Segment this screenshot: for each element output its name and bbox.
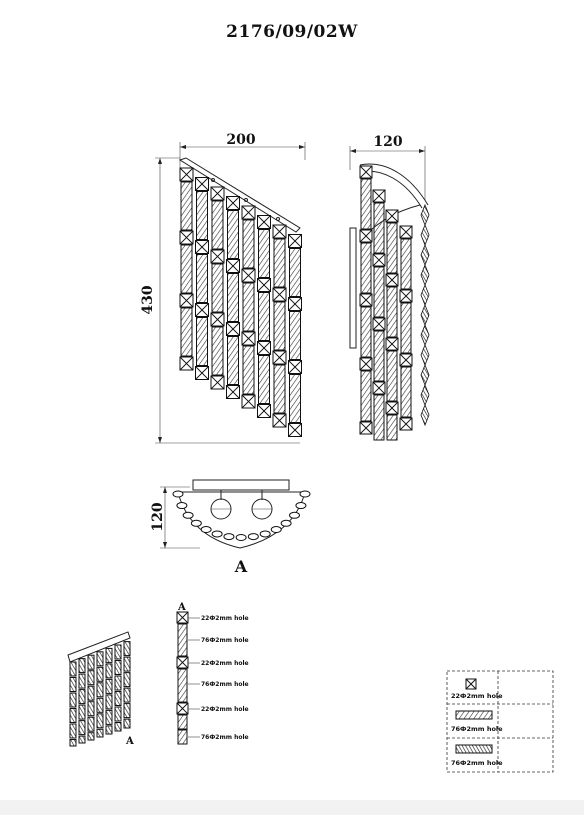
perspective-strand xyxy=(123,641,131,729)
side-crystal-strand xyxy=(359,165,373,435)
crystal-strand xyxy=(226,196,240,399)
perspective-strand xyxy=(96,651,104,738)
side-depth-dimension: 120 xyxy=(373,134,402,150)
front-width-dimension: 200 xyxy=(226,132,255,148)
detail-marker-a: A xyxy=(177,602,186,613)
perspective-strand xyxy=(87,654,95,741)
strand-label-6: 76Ф2mm hole xyxy=(201,734,249,741)
height-dimension: 430 xyxy=(140,285,156,314)
side-crystal-strand xyxy=(372,189,386,441)
perspective-strand xyxy=(105,647,113,735)
top-view: 120 A xyxy=(150,479,311,576)
strand-label-2: 76Ф2mm hole xyxy=(201,637,249,644)
side-crystal-strand xyxy=(385,209,399,441)
perspective-view: A xyxy=(67,631,134,747)
strand-detail: A 22Ф2mm hole 76Ф2mm hole 22Ф2mm hole 76… xyxy=(176,602,249,745)
legend-label-1: 22Ф2mm hole xyxy=(451,692,503,700)
legend-label-2: 76Ф2mm hole xyxy=(451,725,503,733)
strand-label-5: 22Ф2mm hole xyxy=(201,706,249,713)
crystal-strand xyxy=(257,215,271,418)
crystal-strand xyxy=(272,224,287,428)
perspective-strand xyxy=(69,661,77,747)
crystal-strand xyxy=(241,205,256,409)
strand-label-4: 76Ф2mm hole xyxy=(201,681,249,688)
strand-label-1: 22Ф2mm hole xyxy=(201,615,249,622)
top-depth-dimension: 120 xyxy=(150,502,166,531)
crystal-legend: 22Ф2mm hole 76Ф2mm hole 76Ф2mm hole xyxy=(446,670,554,773)
side-crystal-strand xyxy=(399,225,413,431)
long-crystal-icon xyxy=(455,710,493,720)
perspective-strand xyxy=(78,658,86,744)
view-marker-a: A xyxy=(234,557,248,576)
strand-label-3: 22Ф2mm hole xyxy=(201,660,249,667)
perspective-marker-a: A xyxy=(125,736,134,747)
perspective-strand xyxy=(114,644,122,732)
crystal-strand xyxy=(288,234,302,437)
side-chain xyxy=(420,203,430,427)
crystal-strand xyxy=(210,186,225,390)
side-view: 120 xyxy=(349,134,430,441)
front-view: 200 430 xyxy=(140,132,306,444)
square-crystal-icon xyxy=(465,678,477,690)
legend-label-3: 76Ф2mm hole xyxy=(451,759,503,767)
model-code-title: 2176/09/02W xyxy=(226,22,358,42)
crystal-strand xyxy=(179,167,194,371)
crystal-strand xyxy=(195,177,209,380)
long-crystal-dark-icon xyxy=(455,744,493,754)
